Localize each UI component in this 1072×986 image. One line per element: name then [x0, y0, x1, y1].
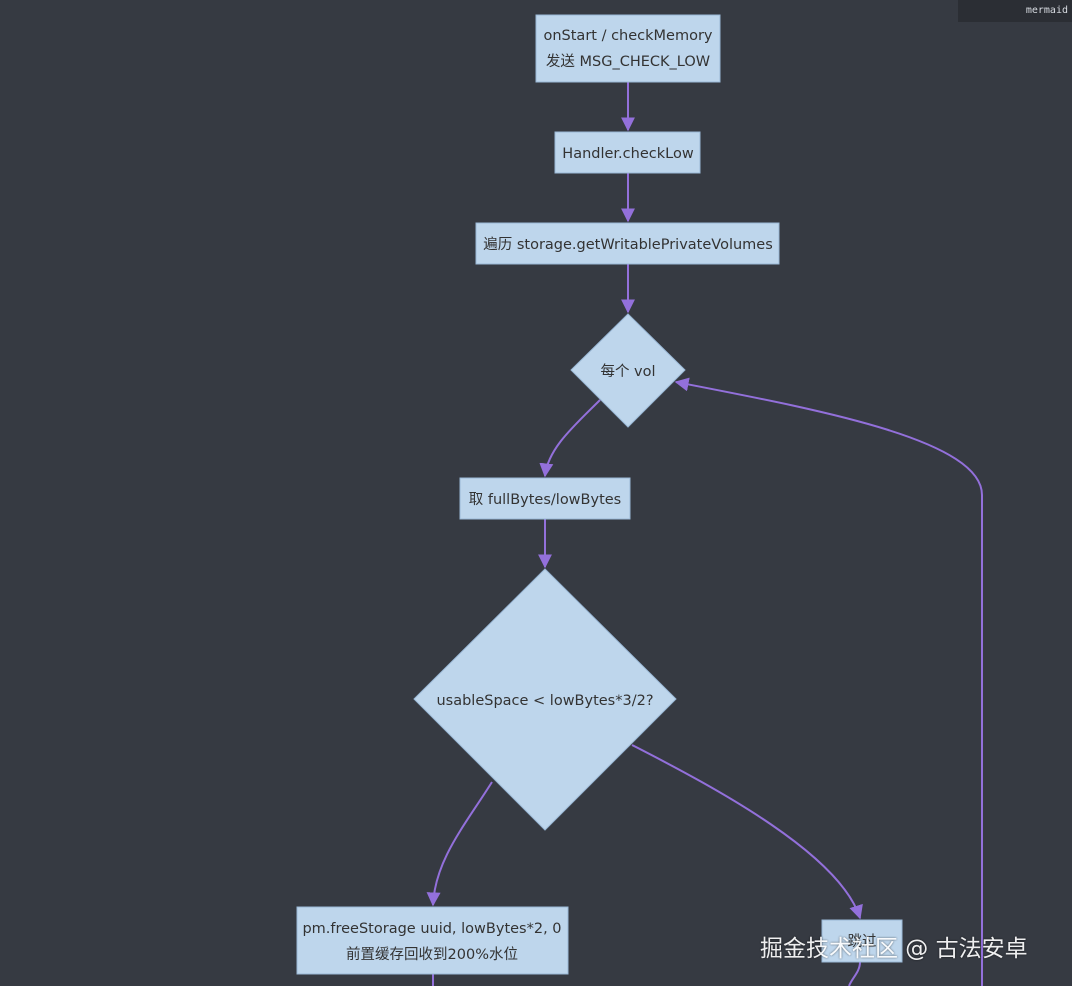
- node-get-bytes-label: 取 fullBytes/lowBytes: [469, 492, 621, 508]
- node-handler: Handler.checkLow: [554, 131, 701, 174]
- node-skip-label: 跳过: [848, 933, 877, 950]
- node-start: onStart / checkMemory 发送 MSG_CHECK_LOW: [535, 14, 721, 83]
- node-start-line2: 发送 MSG_CHECK_LOW: [546, 53, 710, 70]
- edge-skip-down: [848, 961, 861, 986]
- node-get-bytes: 取 fullBytes/lowBytes: [459, 477, 631, 520]
- node-decision: usableSpace < lowBytes*3/2?: [413, 568, 677, 831]
- node-start-line1: onStart / checkMemory: [543, 28, 712, 44]
- edge-decision-to-skip: [631, 744, 863, 920]
- node-each-vol: 每个 vol: [570, 313, 686, 428]
- node-free-storage-line1: pm.freeStorage uuid, lowBytes*2, 0: [302, 921, 561, 937]
- node-decision-label: usableSpace < lowBytes*3/2?: [436, 693, 653, 709]
- edge-loop-back: [674, 377, 983, 986]
- node-skip: 跳过: [821, 919, 903, 963]
- node-handler-label: Handler.checkLow: [562, 146, 694, 162]
- edge-decision-to-free: [426, 781, 493, 907]
- node-free-storage-line2: 前置缓存回收到200%水位: [346, 946, 518, 963]
- node-each-vol-label: 每个 vol: [600, 363, 655, 380]
- watermark: 掘金技术社区 @ 古法安卓: [760, 936, 1028, 962]
- mermaid-badge: mermaid: [958, 0, 1072, 22]
- node-iterate: 遍历 storage.getWritablePrivateVolumes: [475, 222, 780, 265]
- node-free-storage: pm.freeStorage uuid, lowBytes*2, 0 前置缓存回…: [296, 906, 569, 975]
- node-iterate-label: 遍历 storage.getWritablePrivateVolumes: [483, 236, 773, 253]
- edge-each-vol-to-get-bytes: [539, 399, 601, 478]
